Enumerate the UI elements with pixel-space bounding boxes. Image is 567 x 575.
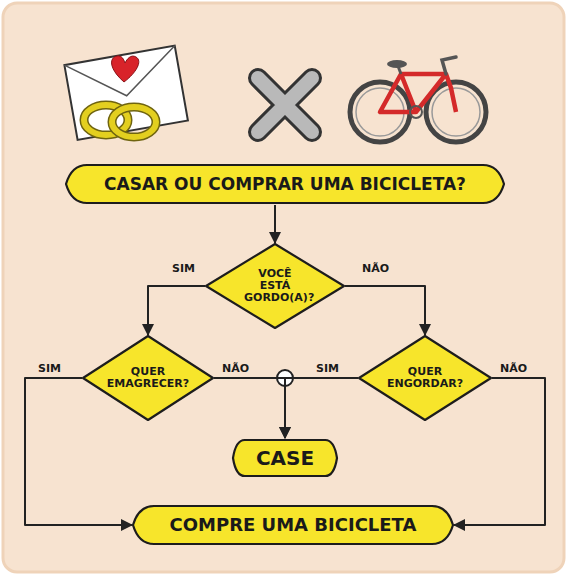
band-shape — [133, 506, 453, 544]
flow-connector — [148, 286, 205, 335]
diamond-shape — [83, 336, 213, 420]
flow-connector — [345, 286, 425, 335]
node-text: QUER ENGORDAR? — [383, 366, 467, 390]
decision-diamond: QUER ENGORDAR? — [358, 335, 492, 421]
edge-label: SIM — [38, 362, 61, 375]
diamond-shape — [206, 244, 344, 328]
edge-label: SIM — [172, 262, 195, 275]
node-text: COMPRE UMA BICICLETA — [143, 515, 443, 535]
edge-label: NÃO — [362, 262, 389, 275]
band-shape — [233, 440, 337, 476]
node-text: QUER EMAGRECER? — [106, 366, 190, 390]
envelope-group — [64, 46, 187, 140]
node-text-group: CASE — [237, 447, 333, 469]
decision-diamond: QUER EMAGRECER? — [82, 335, 214, 421]
wedding-ring — [112, 107, 156, 137]
node-text-group: QUER ENGORDAR? — [383, 366, 467, 390]
ring-outline — [112, 107, 156, 137]
bicycle-chainring — [410, 106, 422, 118]
envelope-flap — [64, 46, 181, 106]
node-text: CASE — [237, 447, 333, 469]
node-text: VOCÊ ESTÁ GORDO(A)? — [244, 268, 306, 304]
terminal-band: COMPRE UMA BICICLETA — [132, 504, 454, 546]
heart-symbol — [112, 56, 139, 82]
envelope — [64, 46, 187, 140]
background-panel — [3, 3, 564, 572]
edge-label: SIM — [316, 362, 339, 375]
diamond-shape — [359, 336, 491, 420]
title-band: CASAR OU COMPRAR UMA BICICLETA? — [65, 163, 505, 205]
bicycle-handlebar — [442, 57, 456, 74]
node-text-group: COMPRE UMA BICICLETA — [143, 515, 443, 535]
flow-connector — [454, 378, 545, 525]
bicycle-seat — [387, 60, 407, 68]
terminal-band: CASE — [232, 438, 338, 478]
edge-label: NÃO — [222, 362, 249, 375]
node-text-group: QUER EMAGRECER? — [106, 366, 190, 390]
versus-symbol — [258, 78, 312, 132]
node-text: CASAR OU COMPRAR UMA BICICLETA? — [75, 175, 495, 194]
band-shape — [66, 165, 504, 203]
node-text-group: CASAR OU COMPRAR UMA BICICLETA? — [75, 175, 495, 194]
flow-connector — [214, 378, 285, 438]
node-text-group: VOCÊ ESTÁ GORDO(A)? — [244, 268, 306, 304]
flow-connector — [285, 378, 358, 438]
decision-diamond: VOCÊ ESTÁ GORDO(A)? — [205, 243, 345, 329]
edge-label: NÃO — [500, 362, 527, 375]
flow-connector — [274, 205, 276, 243]
versus-outline — [258, 78, 312, 132]
